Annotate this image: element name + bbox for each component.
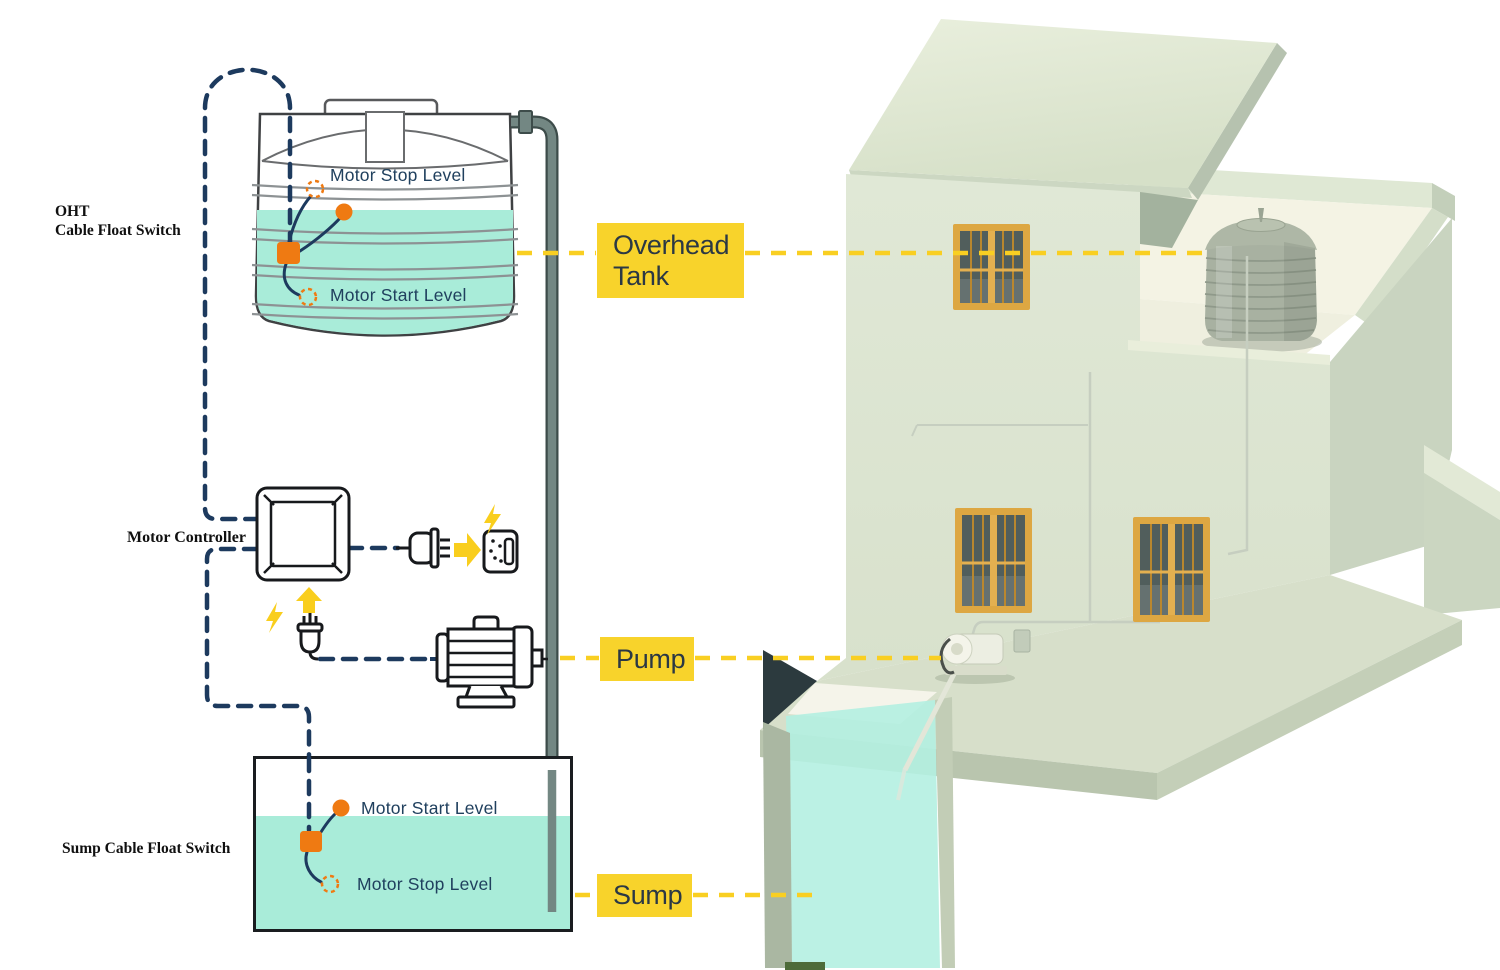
float-switch-icon (277, 242, 300, 264)
plug-face (429, 527, 440, 569)
shadow-wedge (763, 650, 817, 729)
socket-pin-holes (489, 539, 503, 563)
pump-callout-text: Pump (616, 644, 686, 674)
tank-shading (1284, 242, 1317, 341)
tank-water (257, 210, 513, 335)
terrace-parapet-side (1432, 183, 1455, 221)
sump-callout-text: Sump (613, 880, 683, 910)
overhead-tank-graphic (251, 98, 519, 337)
pump-motor-icon (430, 615, 548, 709)
pit-right-wall (935, 697, 955, 968)
float-ball (332, 799, 350, 817)
motor-stand (463, 685, 510, 699)
callout-dash-lines (517, 250, 1202, 898)
pump-riser-pipe (969, 620, 984, 641)
platform-right-face (1157, 620, 1462, 800)
pump-base (945, 666, 1007, 675)
pit-left-wall (763, 722, 792, 968)
lightning-bolt-icon (266, 602, 283, 633)
plug-cord (308, 651, 319, 661)
motor-stop-marker (320, 874, 340, 894)
motor-stop-marker (305, 179, 325, 199)
windows (953, 224, 1210, 622)
grass-strip (785, 962, 825, 970)
power-plug-icon (299, 629, 321, 654)
sump-pit-3d (763, 683, 955, 970)
suction-pipe-underwater (896, 767, 907, 801)
terrace-right-parapet-slope (1355, 208, 1448, 327)
terrace-ledge-band (1128, 340, 1330, 365)
oht-float-switch (277, 179, 353, 307)
power-connection-bottom (266, 587, 324, 661)
overhead-tank-callout-text: Overhead Tank (613, 230, 730, 291)
right-ledge-face (1424, 473, 1500, 615)
tank-ribs (251, 183, 519, 320)
power-flow-up-arrow-icon (296, 587, 322, 613)
upper-conduit (911, 424, 1088, 437)
sump-motor-stop-label: Motor Stop Level (357, 874, 493, 894)
pit-water (786, 700, 940, 968)
roof-top (849, 19, 1277, 188)
pump-hub (951, 643, 963, 655)
sump-motor-start-label: Motor Start Level (361, 798, 498, 818)
tank-body (1205, 243, 1317, 341)
motor-left-cap (435, 632, 450, 683)
pump-3d (896, 629, 1031, 801)
power-flow-arrow-icon (454, 533, 481, 567)
pump-handle (939, 637, 955, 675)
overhead-tank-callout: Overhead Tank (597, 223, 744, 298)
motor-start-marker (298, 287, 318, 307)
motor-controller-icon (255, 486, 351, 582)
pump-callout: Pump (600, 637, 694, 681)
oht-motor-stop-label: Motor Stop Level (330, 165, 466, 185)
float-ball (335, 203, 353, 221)
oht-switch-label-line2: Cable Float Switch (55, 222, 181, 239)
oht-cable (202, 67, 293, 522)
power-connection-right (396, 504, 519, 574)
motor-controller-label: Motor Controller (127, 529, 246, 546)
tank-dome (1205, 217, 1317, 250)
right-ledge-top (1424, 445, 1500, 520)
window-lower-right (1133, 517, 1210, 622)
tank-ribs (1204, 257, 1317, 334)
wall-switch-box (1013, 629, 1031, 653)
roof-fascia-right (1188, 43, 1287, 200)
right-ledge-structure (1424, 445, 1500, 615)
window-lower-left (955, 508, 1032, 613)
rooftop-water-tank (1202, 208, 1322, 352)
float-leads (282, 194, 343, 297)
oht-switch-label-line1: OHT (55, 203, 90, 220)
lightning-bolt-icon (484, 504, 501, 535)
house-illustration (760, 19, 1500, 970)
motor-top-cap (472, 615, 500, 629)
motor-shaft (530, 648, 544, 668)
socket-switch (503, 537, 515, 566)
tank-finial (1258, 208, 1264, 222)
house-pipework (911, 256, 1249, 641)
sump-callout: Sump (597, 874, 692, 917)
sump-tank-graphic (253, 755, 573, 932)
float-switch-cables (202, 67, 433, 833)
pipe-collar (518, 110, 533, 134)
sump-switch-label: Sump Cable Float Switch (62, 840, 231, 857)
platform-top (760, 575, 1462, 773)
oht-switch-label: OHT Cable Float Switch (55, 202, 181, 240)
plug-prongs (440, 538, 450, 558)
sump-cable (204, 546, 312, 833)
tower-side-shadow (1140, 192, 1198, 248)
tank-downpipe (1227, 256, 1249, 556)
float-switch-icon (300, 831, 322, 852)
oht-motor-start-label: Motor Start Level (330, 285, 467, 305)
riser-pipe (511, 110, 559, 912)
suction-pipe (902, 664, 961, 772)
motor-fins (448, 639, 514, 679)
tank-dome-notch (365, 111, 405, 163)
house-right-face (1330, 218, 1452, 575)
tank-highlight (1216, 246, 1232, 338)
window-upper (953, 224, 1030, 310)
motor-base (456, 695, 516, 709)
